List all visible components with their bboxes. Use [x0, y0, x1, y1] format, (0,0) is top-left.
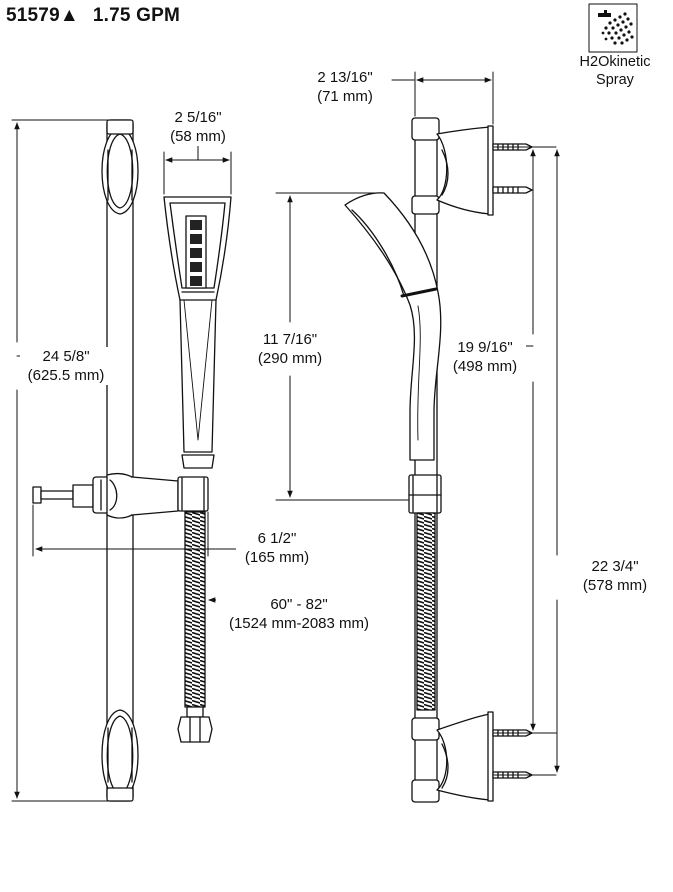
front-handshower [163, 196, 232, 469]
front-view [32, 119, 232, 802]
side-view [344, 117, 533, 803]
model-number: 51579▲ [6, 5, 79, 26]
side-hose [416, 512, 436, 711]
flow-rate: 1.75 GPM [92, 5, 180, 26]
dimension-lines [11, 71, 560, 802]
dim-bar-length: 24 5/8" (625.5 mm) [20, 347, 112, 385]
wall-screw [492, 186, 533, 194]
front-bottom-bracket [101, 709, 139, 802]
front-hose [177, 511, 213, 743]
front-slider [32, 472, 209, 519]
front-slide-bar [106, 119, 134, 802]
dim-handshower-length: 11 7/16" (290 mm) [248, 330, 332, 368]
h2okinetic-spray-icon [588, 3, 638, 53]
dim-slider-projection: 6 1/2" (165 mm) [236, 529, 318, 567]
side-slider [408, 474, 442, 514]
dim-handshower-height: 19 9/16" (498 mm) [444, 338, 526, 376]
dim-wall-projection: 2 13/16" (71 mm) [300, 68, 390, 106]
dim-hose-length: 60" - 82" (1524 mm-2083 mm) [216, 595, 382, 633]
spray-badge-label: H2Okinetic Spray [579, 54, 651, 88]
page-title: 51579▲ 1.75 GPM [6, 5, 180, 27]
dim-mount-spacing: 22 3/4" (578 mm) [575, 557, 655, 595]
spray-nozzles [190, 220, 202, 286]
dim-handshower-width: 2 5/16" (58 mm) [160, 108, 236, 146]
side-top-bracket [411, 117, 533, 216]
front-top-bracket [101, 119, 139, 215]
side-bottom-bracket [411, 711, 533, 803]
